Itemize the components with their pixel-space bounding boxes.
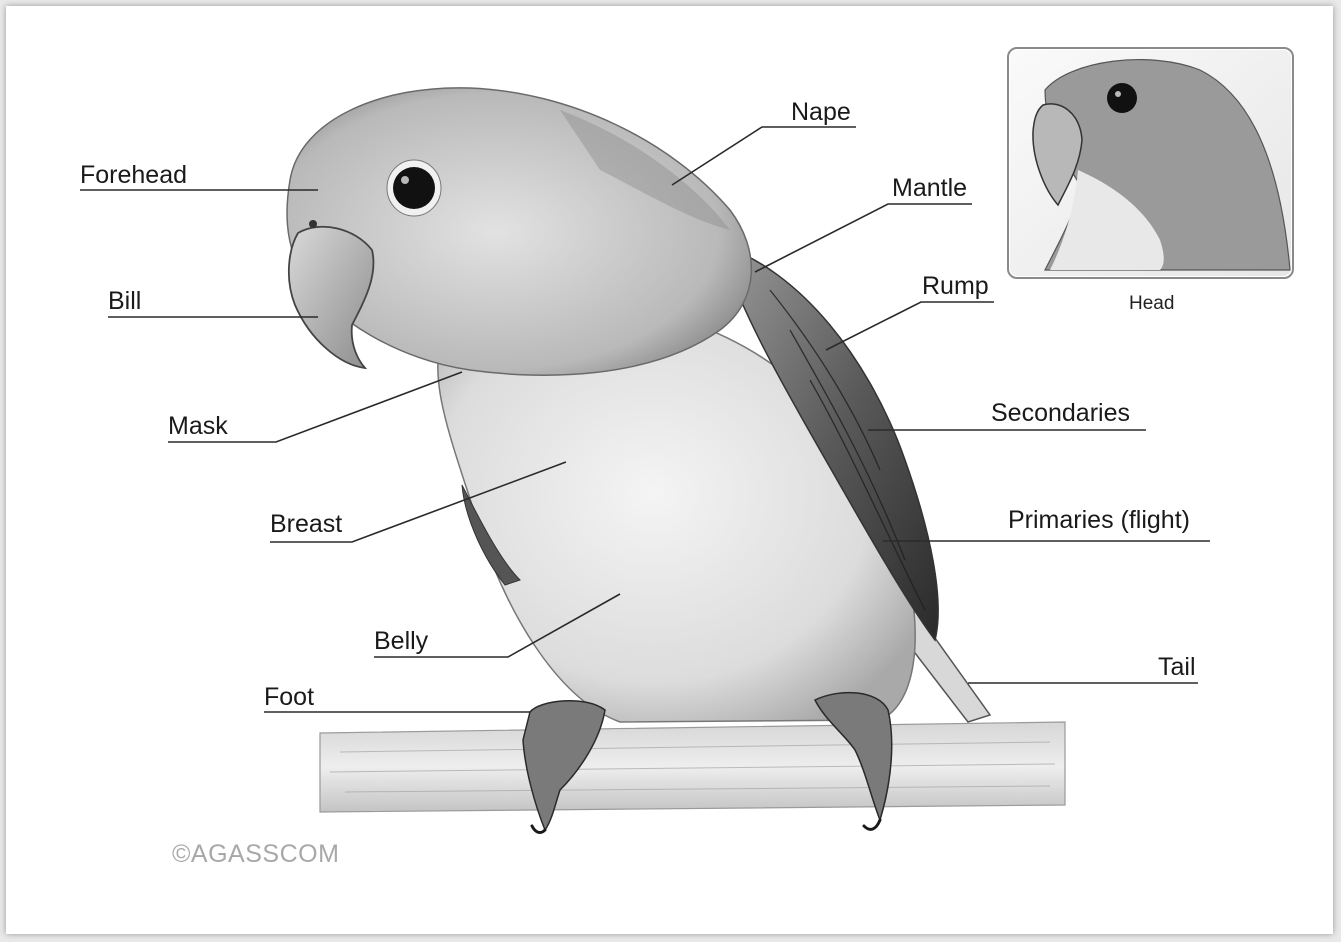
label-mask: Mask xyxy=(168,414,228,439)
label-primaries: Primaries (flight) xyxy=(1008,508,1190,533)
inset-head-image xyxy=(1010,50,1291,276)
label-mantle: Mantle xyxy=(892,176,967,201)
label-nape: Nape xyxy=(791,100,851,125)
inset-caption: Head xyxy=(1129,293,1174,315)
label-secondaries: Secondaries xyxy=(991,401,1130,426)
label-forehead: Forehead xyxy=(80,163,187,188)
label-breast: Breast xyxy=(270,512,342,537)
label-bill: Bill xyxy=(108,289,141,314)
label-rump: Rump xyxy=(922,274,989,299)
label-foot: Foot xyxy=(264,685,314,710)
perch xyxy=(320,722,1065,812)
label-tail: Tail xyxy=(1158,655,1196,680)
label-belly: Belly xyxy=(374,629,428,654)
copyright-watermark: ©AGASSCOM xyxy=(172,840,339,869)
bill xyxy=(289,227,374,368)
tail xyxy=(905,610,990,722)
head xyxy=(287,88,751,375)
